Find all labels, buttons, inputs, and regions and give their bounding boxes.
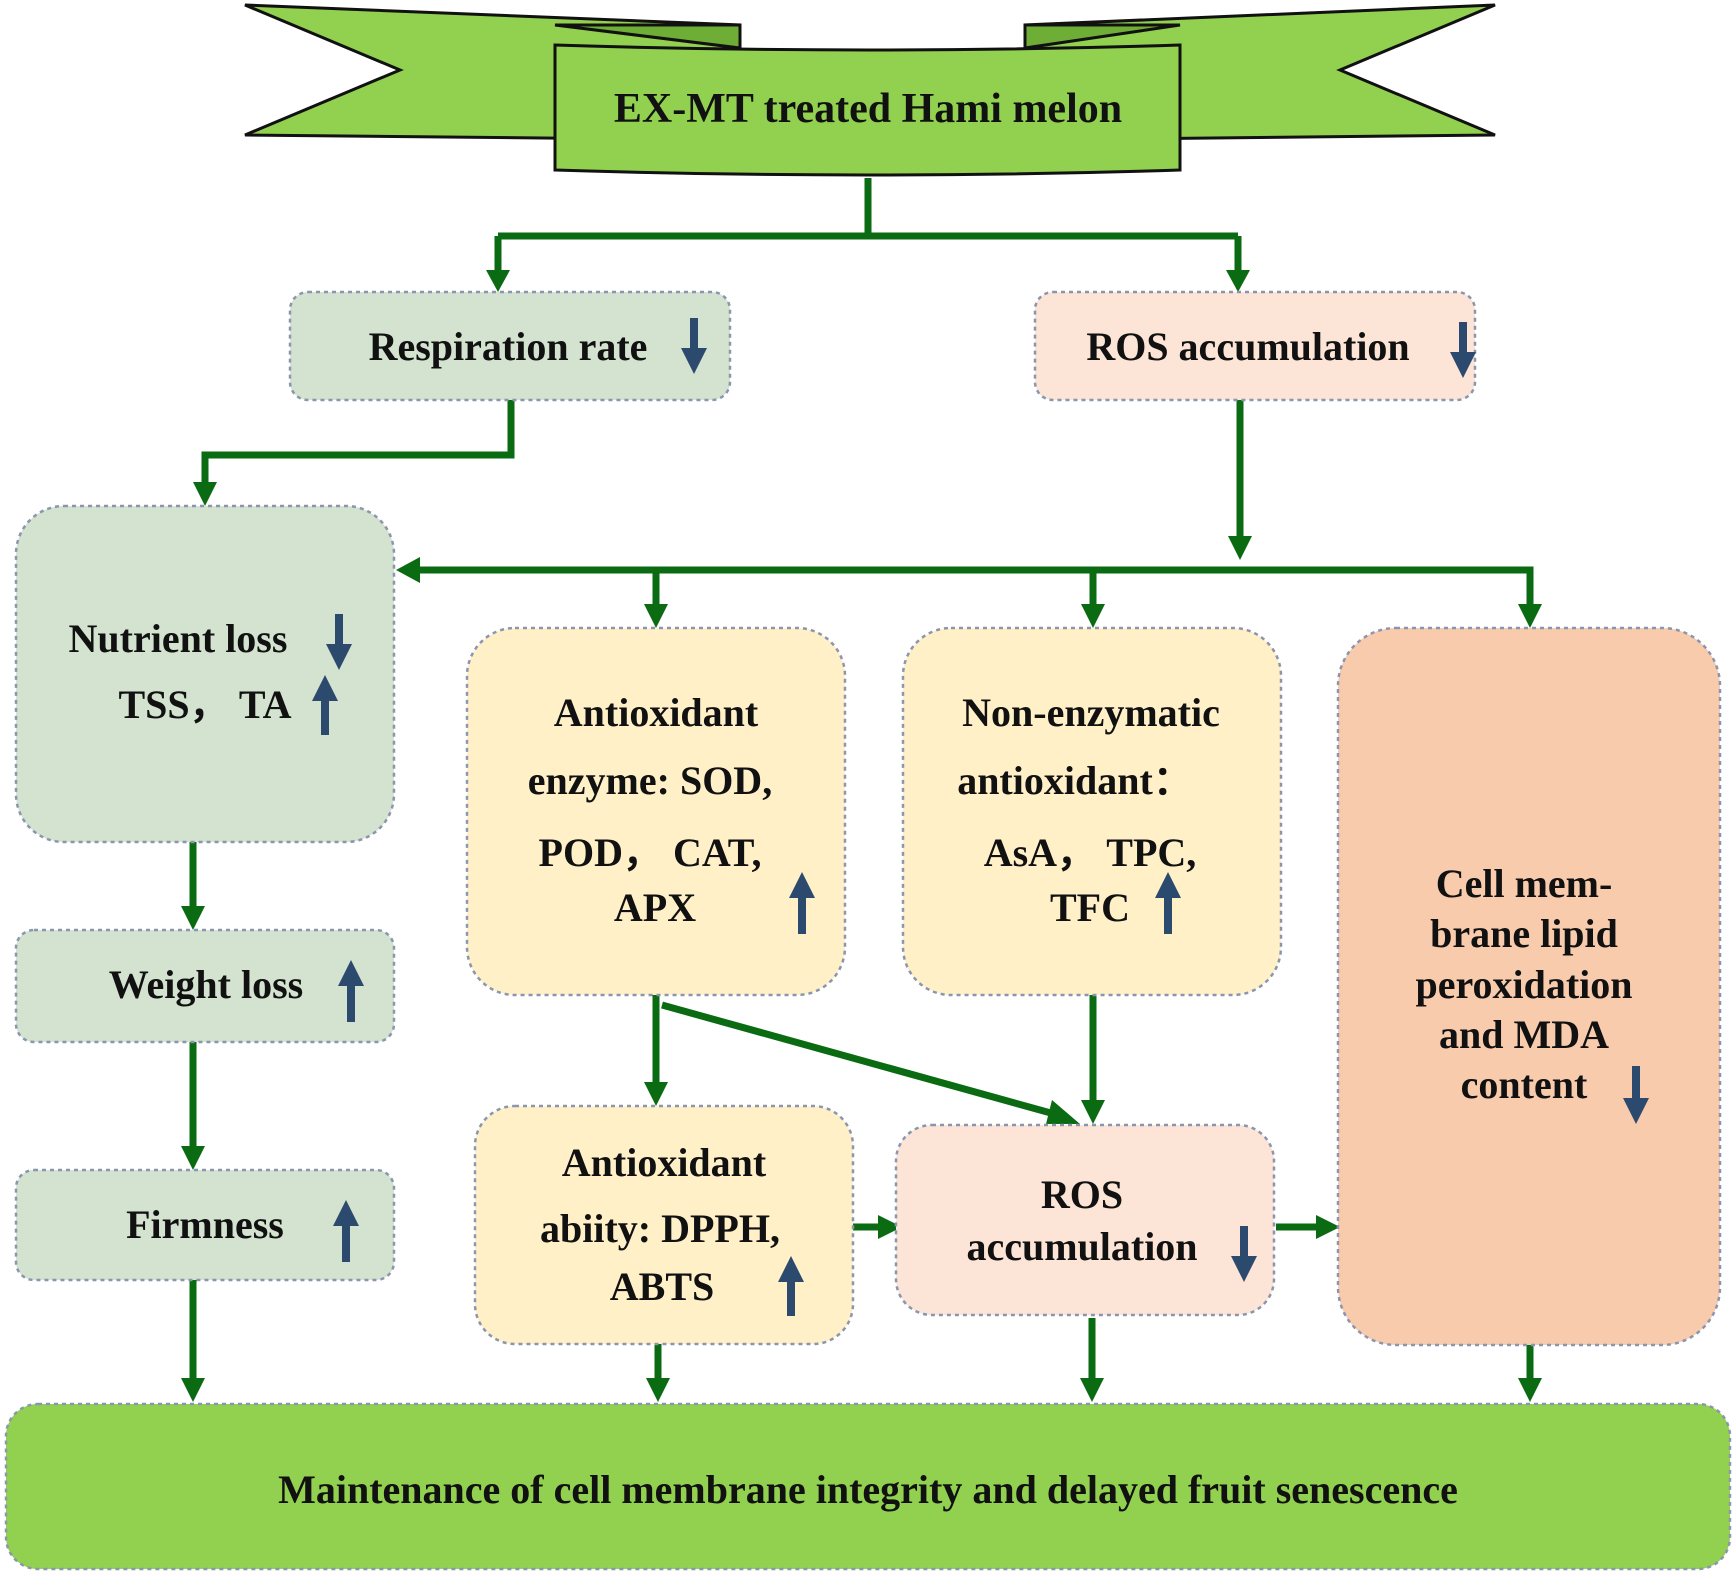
node-weight-loss: Weight loss (14, 928, 396, 1044)
arrowhead-ros-bus (1228, 536, 1252, 560)
firmness-label: Firmness (126, 1202, 284, 1247)
enzyme-box (465, 626, 847, 997)
arrowhead-respiration (486, 270, 510, 292)
nonenzyme-line-1: Non-enzymatic (962, 690, 1220, 735)
membrane-line-3: peroxidation (1415, 962, 1632, 1007)
ability-line-1: Antioxidant (562, 1140, 767, 1185)
trend-up-icon (312, 675, 338, 735)
arrowhead-ros-top (1226, 270, 1250, 292)
trend-up-icon (789, 872, 815, 934)
node-firmness: Firmness (14, 1168, 396, 1282)
respiration-box (288, 290, 732, 402)
arrowhead-firmness (181, 1146, 205, 1170)
connector-respiration-nutrient (201, 400, 515, 484)
connector-bus (418, 566, 1534, 606)
arrowhead-enzyme (644, 604, 668, 628)
title-banner: EX-MT treated Hami melon (244, 3, 1496, 177)
enzyme-line-2: enzyme: SOD, (528, 758, 772, 803)
banner-center (553, 43, 1182, 177)
arrowhead-outcome-4 (1518, 1378, 1542, 1402)
nonenzyme-box (901, 626, 1283, 997)
node-cell-membrane-peroxidation: Cell mem- brane lipid peroxidation and M… (1336, 626, 1722, 1347)
ros-bottom-line-1: ROS (1041, 1172, 1123, 1217)
arrowhead-membrane-side (1316, 1215, 1340, 1239)
banner-right-fold (1023, 23, 1181, 50)
arrowhead-outcome-3 (1080, 1378, 1104, 1402)
ability-box (473, 1104, 855, 1346)
node-non-enzymatic-antioxidant: Non-enzymatic antioxidant： AsA， TPC, TFC (901, 626, 1283, 997)
trend-up-icon (333, 1200, 359, 1262)
ros-bottom-line-2: accumulation (966, 1224, 1197, 1269)
enzyme-line-4: APX (614, 885, 696, 930)
enzyme-line-1: Antioxidant (554, 690, 759, 735)
trend-down-icon (1231, 1226, 1257, 1282)
node-outcome: Maintenance of cell membrane integrity a… (4, 1402, 1732, 1571)
node-respiration-rate: Respiration rate (288, 290, 732, 402)
arrowhead-ros-bottom-side (878, 1215, 902, 1239)
node-antioxidant-enzyme: Antioxidant enzyme: SOD, POD， CAT, APX (465, 626, 847, 997)
tss-ta-label: TSS， TA (118, 682, 291, 727)
ability-line-2: abiity: DPPH, (540, 1206, 780, 1251)
ros-bottom-box (894, 1123, 1276, 1317)
trend-down-icon (681, 318, 707, 374)
connector-enzyme-ros-bottom (661, 1001, 1059, 1119)
outcome-label: Maintenance of cell membrane integrity a… (278, 1467, 1458, 1512)
node-antioxidant-ability: Antioxidant abiity: DPPH, ABTS (473, 1104, 855, 1346)
weight-box (14, 928, 396, 1044)
trend-down-icon (1623, 1066, 1649, 1124)
banner-left-fold (554, 23, 742, 50)
outcome-box (4, 1402, 1732, 1571)
arrowhead-weight (181, 906, 205, 930)
arrowhead-outcome-2 (646, 1378, 670, 1402)
arrowhead-outcome-1 (181, 1378, 205, 1402)
ability-line-3: ABTS (610, 1264, 715, 1309)
nutrient-label: Nutrient loss (69, 616, 288, 661)
trend-down-icon (326, 614, 352, 670)
ros-top-box (1033, 290, 1477, 402)
enzyme-line-3: POD， CAT, (539, 830, 762, 875)
trend-up-icon (778, 1256, 804, 1316)
firmness-box (14, 1168, 396, 1282)
trend-up-icon (338, 960, 364, 1022)
node-ros-accumulation-top: ROS accumulation (1033, 290, 1477, 402)
nutrient-box (14, 504, 396, 844)
nonenzyme-line-2: antioxidant： (957, 758, 1193, 803)
node-ros-accumulation-bottom: ROS accumulation (894, 1123, 1276, 1317)
arrowhead-ros-bottom (1081, 1100, 1105, 1124)
membrane-box (1336, 626, 1722, 1347)
arrowhead-membrane (1518, 604, 1542, 628)
ros-top-label: ROS accumulation (1086, 324, 1409, 369)
membrane-line-4: and MDA (1439, 1012, 1609, 1057)
membrane-line-5: content (1461, 1062, 1588, 1107)
respiration-label: Respiration rate (369, 324, 648, 369)
arrowhead-ros-bottom-diag (1046, 1100, 1080, 1124)
connectors (181, 178, 1542, 1402)
nonenzyme-line-3: AsA， TPC, (984, 830, 1197, 875)
node-nutrient-loss: Nutrient loss TSS， TA (14, 504, 396, 844)
arrowhead-nutrient-side (396, 557, 420, 583)
arrowhead-nutrient-top (193, 482, 217, 506)
membrane-line-1: Cell mem- (1436, 861, 1613, 906)
nonenzyme-line-4: TFC (1050, 885, 1130, 930)
trend-up-icon (1155, 872, 1181, 934)
arrowhead-ability (644, 1082, 668, 1106)
title-text: EX-MT treated Hami melon (614, 86, 1122, 132)
weight-label: Weight loss (109, 962, 303, 1007)
arrowhead-nonenzyme (1081, 604, 1105, 628)
trend-down-icon (1450, 322, 1476, 378)
membrane-line-2: brane lipid (1430, 911, 1618, 956)
